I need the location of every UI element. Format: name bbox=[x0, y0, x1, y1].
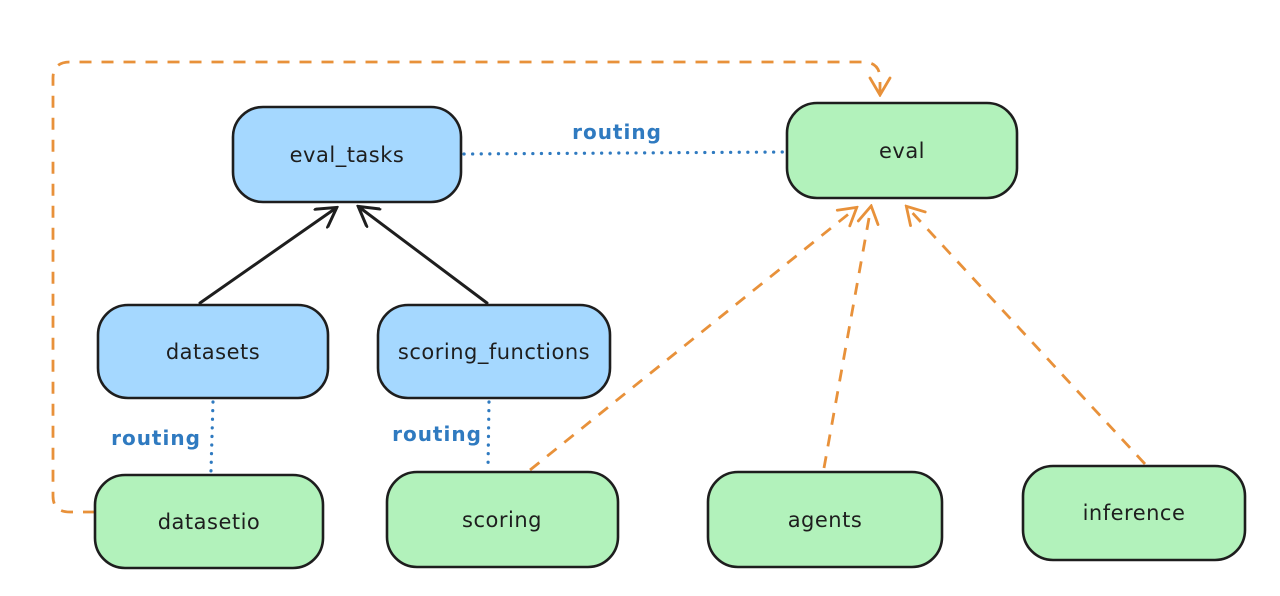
node-agents-box bbox=[706, 470, 944, 569]
node-scoring-functions-box bbox=[376, 303, 612, 400]
node-eval-box bbox=[785, 101, 1019, 200]
node-datasetio-label: datasetio bbox=[158, 510, 261, 534]
edge-eval-tasks-to-eval-routing-line bbox=[462, 150, 785, 156]
node-scoring-functions: scoring_functions bbox=[376, 303, 612, 400]
node-eval-tasks: eval_tasks bbox=[231, 105, 463, 204]
edge-datasetio-to-eval-dashed-arrow bbox=[51, 60, 880, 514]
edge-scoring-to-eval-dashed-arrow bbox=[529, 208, 856, 472]
node-inference-label: inference bbox=[1083, 501, 1186, 525]
edge-label-routing-scoring-functions-scoring: routing bbox=[392, 422, 482, 446]
node-inference-box bbox=[1021, 464, 1247, 562]
node-agents-label: agents bbox=[788, 508, 863, 532]
node-inference: inference bbox=[1021, 464, 1247, 562]
node-datasetio-box bbox=[93, 473, 325, 570]
edge-datasets-to-datasetio-routing-line bbox=[209, 400, 215, 473]
edge-label-routing-datasets-datasetio: routing bbox=[111, 426, 201, 450]
edge-inference-to-eval-dashed-arrow bbox=[907, 207, 1147, 465]
node-eval-label: eval bbox=[879, 139, 925, 163]
node-eval-tasks-label: eval_tasks bbox=[290, 143, 405, 168]
node-scoring-functions-label: scoring_functions bbox=[398, 340, 590, 365]
node-scoring-label: scoring bbox=[462, 508, 542, 532]
node-datasets-label: datasets bbox=[166, 340, 260, 364]
node-datasets-box bbox=[96, 303, 330, 400]
node-scoring-box bbox=[385, 470, 620, 569]
node-scoring: scoring bbox=[385, 470, 620, 569]
node-datasetio: datasetio bbox=[93, 473, 325, 570]
edge-label-routing-eval-tasks-eval: routing bbox=[572, 120, 662, 144]
node-agents: agents bbox=[706, 470, 944, 569]
node-eval: eval bbox=[785, 101, 1019, 200]
edge-datasets-to-eval-tasks-arrow bbox=[198, 208, 336, 305]
edge-scoring-functions-to-eval-tasks-arrow bbox=[359, 207, 489, 305]
edge-scoring-functions-to-scoring-routing-line bbox=[486, 400, 491, 470]
node-datasets: datasets bbox=[96, 303, 330, 400]
edge-agents-to-eval-dashed-arrow bbox=[822, 207, 871, 469]
node-eval-tasks-box bbox=[231, 105, 463, 204]
